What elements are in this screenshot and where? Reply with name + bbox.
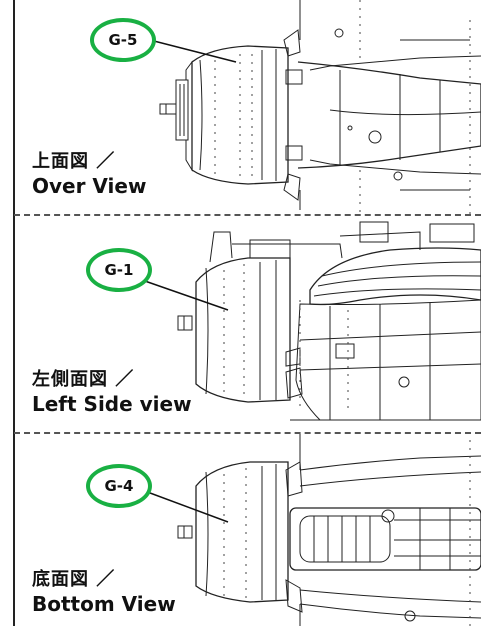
left-side-view-caption: 左側面図 ／ Left Side view — [32, 368, 192, 416]
divider-2 — [14, 432, 481, 434]
bottom-view-caption-en: Bottom View — [32, 592, 176, 616]
divider-1 — [14, 214, 481, 216]
over-view-drawing — [149, 0, 481, 214]
bottom-view-drawing — [141, 434, 481, 626]
g5-label: G-5 — [108, 31, 138, 49]
left-side-view-drawing — [141, 221, 481, 421]
left-side-view-panel — [14, 216, 481, 430]
g5-part-callout: G-5 — [90, 18, 156, 62]
over-view-caption-jp: 上面図 ／ — [32, 151, 116, 172]
g1-part-callout: G-1 — [86, 248, 152, 292]
left-side-view-caption-jp: 左側面図 ／ — [32, 369, 135, 390]
over-view-caption: 上面図 ／ Over View — [32, 150, 146, 198]
g1-label: G-1 — [104, 261, 134, 279]
bottom-view-caption: 底面図 ／ Bottom View — [32, 568, 176, 616]
over-view-caption-en: Over View — [32, 174, 147, 198]
left-side-view-caption-en: Left Side view — [32, 392, 192, 416]
bottom-view-caption-jp: 底面図 ／ — [32, 569, 116, 590]
over-view-panel — [14, 0, 481, 214]
g4-label: G-4 — [104, 477, 134, 495]
g4-part-callout: G-4 — [86, 464, 152, 508]
bottom-view-panel — [14, 434, 481, 626]
page-left-border — [13, 0, 15, 626]
